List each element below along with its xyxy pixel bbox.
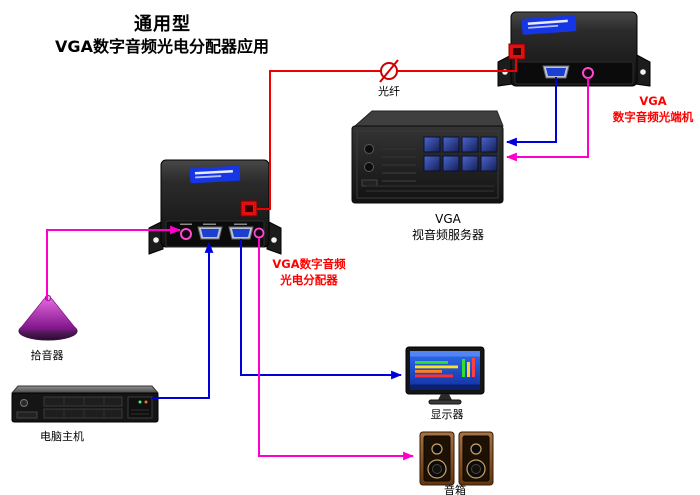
fiber-label: 光纤 xyxy=(378,85,400,98)
computer-vents xyxy=(131,409,149,415)
server-lock-icon xyxy=(364,162,374,172)
screen-spectrum-bars xyxy=(415,358,475,378)
status-led-icon xyxy=(138,400,142,404)
screw-hole-icon xyxy=(271,237,277,243)
power-button-icon xyxy=(20,399,28,407)
vga-port-icon xyxy=(197,226,223,240)
transceiver-label-line1: VGA xyxy=(639,94,667,108)
distributor-label: VGA数字音频 光电分配器 xyxy=(262,256,356,288)
speaker-left xyxy=(419,431,455,486)
computer-device xyxy=(10,385,160,423)
monitor-label: 显示器 xyxy=(430,408,464,421)
fiber-icon xyxy=(379,59,399,83)
computer-top-face xyxy=(10,385,160,394)
audio-link-mic-to-distributor xyxy=(46,225,182,300)
speaker-device xyxy=(419,431,494,486)
drive-bay-dividers xyxy=(63,397,105,418)
tweeter-icon xyxy=(470,443,482,455)
server-device xyxy=(351,110,504,204)
screen-titlebar xyxy=(410,351,480,357)
vga-link-computer-to-distributor xyxy=(152,241,214,399)
audio-port-icon xyxy=(582,67,594,79)
status-led-icon xyxy=(144,400,148,404)
computer-label: 电脑主机 xyxy=(40,430,84,443)
audio-in-port-icon xyxy=(180,228,192,240)
page-title: 通用型 xyxy=(134,14,191,35)
server-lock-icon xyxy=(364,144,374,154)
port-caption-marks xyxy=(180,223,247,225)
distributor-device xyxy=(148,159,282,255)
transceiver-device xyxy=(497,11,651,87)
server-label: VGA 视音频服务器 xyxy=(400,211,496,243)
fiber-link-line xyxy=(257,59,517,210)
computer-badge xyxy=(16,411,38,419)
screen-taskbar xyxy=(410,384,480,390)
server-switch xyxy=(361,179,378,187)
vga-port-icon xyxy=(228,226,254,240)
screw-hole-icon xyxy=(153,237,159,243)
monitor-base xyxy=(428,399,462,405)
computer-io-panel xyxy=(127,396,153,419)
drive-bay xyxy=(43,408,123,419)
server-blue-vent-grid xyxy=(423,136,498,172)
server-bottom-vents xyxy=(366,185,494,192)
audio-link-distributor-to-speaker xyxy=(258,238,415,461)
server-bezel xyxy=(356,130,499,199)
distributor-label-line1: VGA数字音频 xyxy=(272,257,346,271)
device-label-sticker xyxy=(521,15,577,35)
optical-port-hole xyxy=(245,205,253,212)
speaker-right xyxy=(458,431,494,486)
transceiver-front-panel xyxy=(514,61,634,85)
transceiver-label-line2: 数字音频光端机 xyxy=(612,110,694,124)
page-subtitle: VGA数字音频光电分配器应用 xyxy=(55,37,269,56)
monitor-stand xyxy=(438,394,452,400)
audio-link-transceiver-to-server xyxy=(505,78,589,162)
server-label-line2: 视音频服务器 xyxy=(411,228,484,242)
server-vent-lines xyxy=(382,140,416,182)
transceiver-label: VGA 数字音频光端机 xyxy=(606,93,700,125)
tweeter-icon xyxy=(431,443,443,455)
vga-link-distributor-to-monitor xyxy=(240,239,403,380)
speaker-label: 音箱 xyxy=(444,484,466,495)
distributor-label-line2: 光电分配器 xyxy=(280,273,338,287)
microphone-label: 拾音器 xyxy=(30,349,64,362)
server-top-face xyxy=(353,110,504,127)
microphone-cone xyxy=(18,296,78,331)
microphone-device xyxy=(18,294,78,341)
server-label-line1: VGA xyxy=(435,212,461,226)
optical-port-hole xyxy=(513,48,521,55)
device-label-sticker xyxy=(189,165,241,184)
audio-out-port-icon xyxy=(253,227,265,239)
vga-port-icon xyxy=(542,65,570,79)
drive-bay xyxy=(43,396,123,407)
vga-link-transceiver-to-server xyxy=(505,77,557,147)
monitor-device xyxy=(405,346,485,405)
screw-hole-icon xyxy=(640,69,646,75)
